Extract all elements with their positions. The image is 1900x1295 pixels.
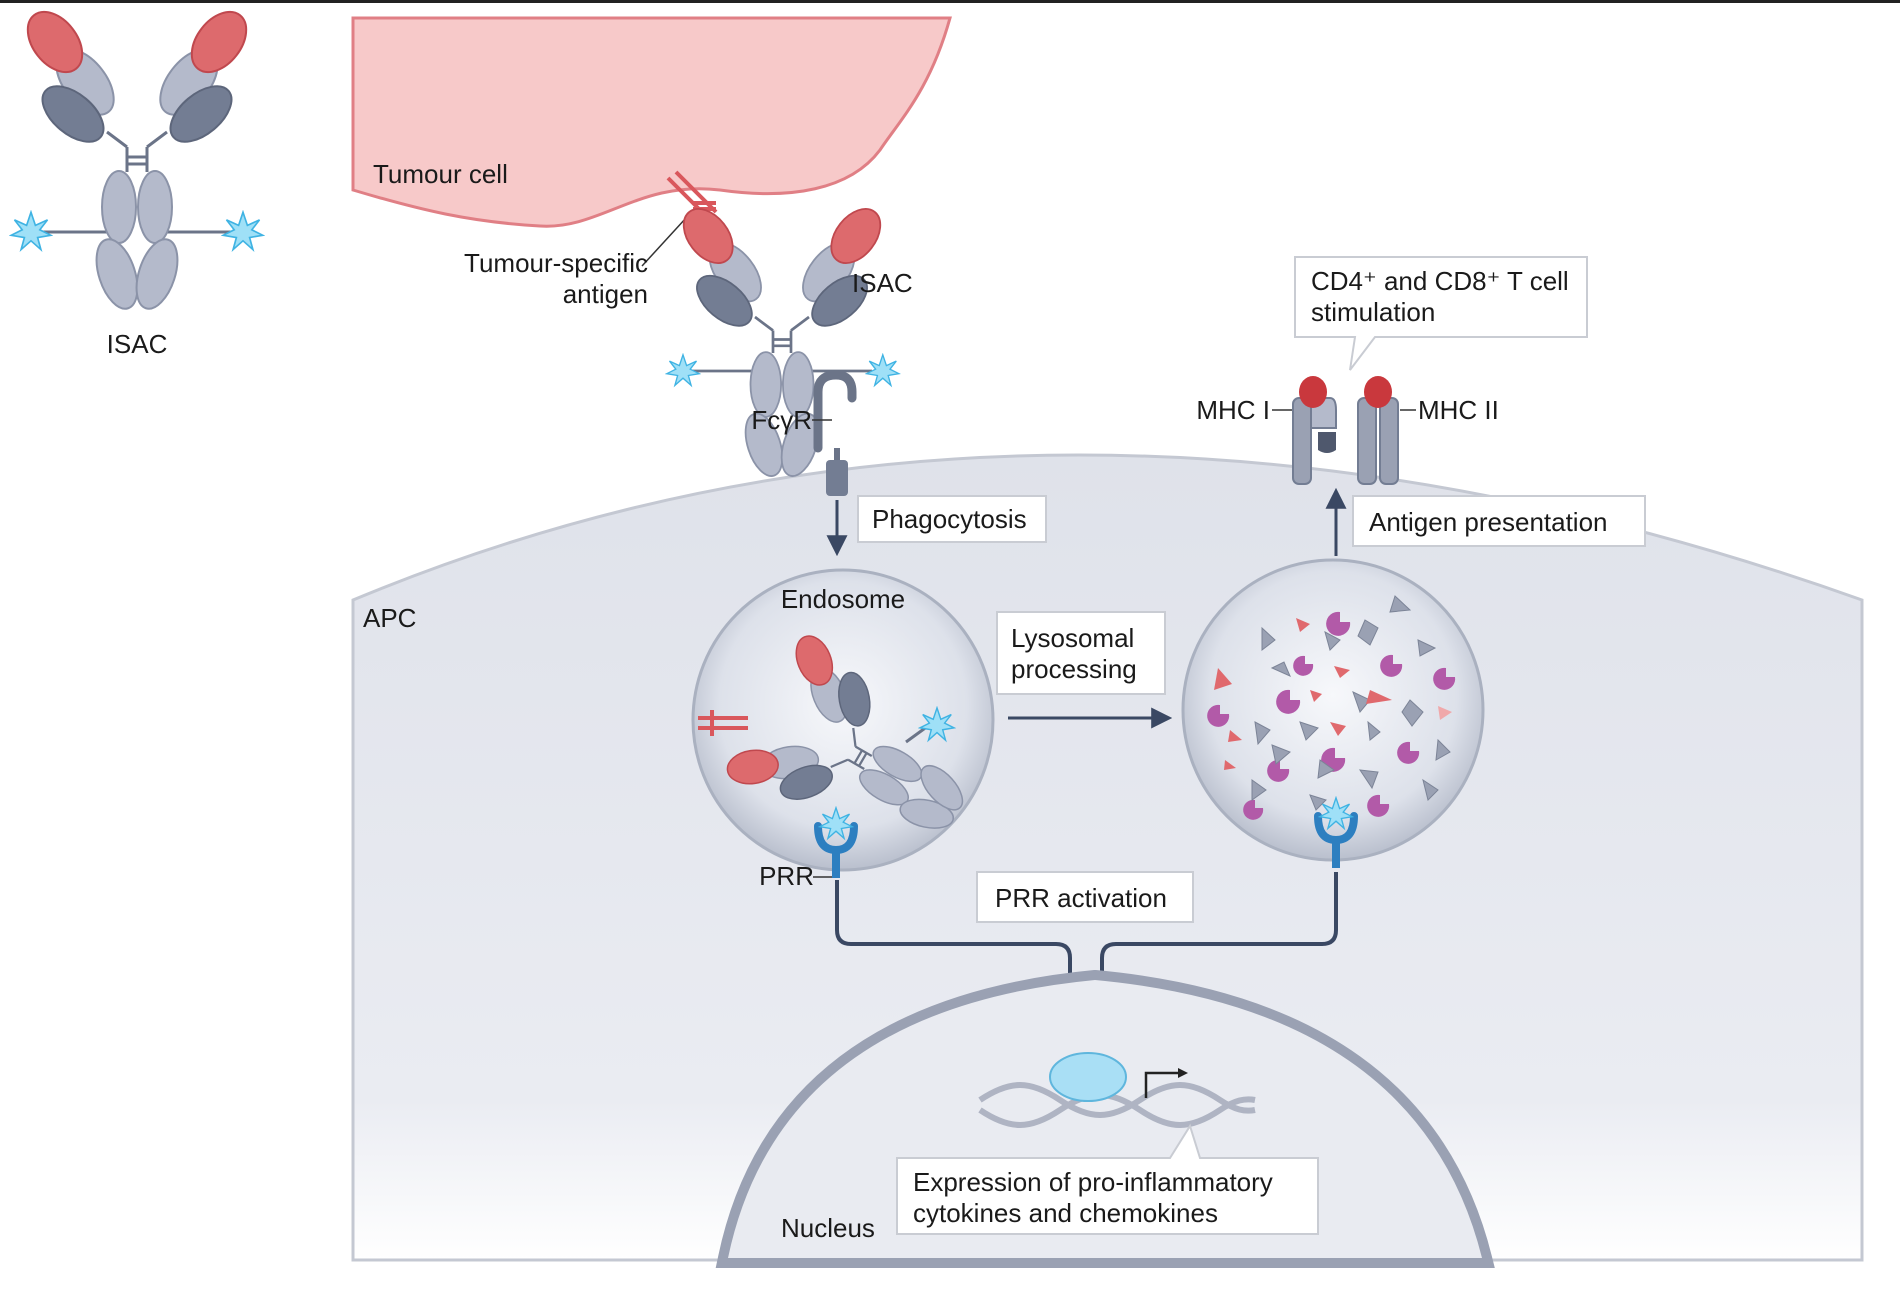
isac-antibody-bound xyxy=(666,198,900,482)
prr-label: PRR xyxy=(759,861,814,891)
tcell-callout xyxy=(1294,256,1588,371)
isac-bound-label: ISAC xyxy=(852,268,913,298)
tumour-cell xyxy=(351,16,952,228)
tcell-label-1: CD4⁺ and CD8⁺ T cell xyxy=(1311,266,1569,296)
isac-label: ISAC xyxy=(107,329,168,359)
lysosome-fragments xyxy=(1207,595,1456,820)
apc-label: APC xyxy=(363,603,416,633)
mhc-ii-label: MHC II xyxy=(1418,395,1499,425)
transcription-start-arrow xyxy=(1144,1071,1178,1098)
mhc-i xyxy=(1292,376,1337,485)
phagocytosis-label: Phagocytosis xyxy=(872,504,1027,534)
phagocytosis-box xyxy=(857,495,1047,543)
antigen-in-endosome xyxy=(698,710,748,736)
endosome-label: Endosome xyxy=(781,584,905,614)
nucleus-label: Nucleus xyxy=(781,1213,875,1243)
prr-activation-box xyxy=(976,871,1194,923)
lysosomal-label-1: Lysosomal xyxy=(1011,623,1134,653)
prr-activation-label: PRR activation xyxy=(995,883,1167,913)
fc-gamma-receptor xyxy=(813,370,857,496)
prr-receptor-right xyxy=(1314,797,1358,868)
prr-receptor-left xyxy=(814,807,858,878)
expression-label-1: Expression of pro-inflammatory xyxy=(913,1167,1273,1197)
tcell-label-2: stimulation xyxy=(1311,297,1435,327)
tumour-antigen-label-2: antigen xyxy=(563,279,648,309)
isac-antibody-standalone xyxy=(10,0,264,316)
prr-signal-path-left xyxy=(835,880,1084,1058)
prr-signal-path-right xyxy=(1088,872,1338,1058)
expression-label-2: cytokines and chemokines xyxy=(913,1198,1218,1228)
lysosomal-label-2: processing xyxy=(1011,654,1137,684)
mhc-i-label: MHC I xyxy=(1196,395,1270,425)
tumour-antigen-label-1: Tumour-specific xyxy=(464,248,648,278)
transcription-factor xyxy=(1049,1052,1127,1102)
antigen-presentation-label: Antigen presentation xyxy=(1369,507,1608,537)
tumour-cell-label: Tumour cell xyxy=(373,159,508,189)
fcyr-label: FcγR xyxy=(751,405,812,435)
expression-callout xyxy=(896,1123,1319,1235)
dna-helix xyxy=(978,1082,1256,1128)
lysosomal-box xyxy=(996,611,1166,695)
mhc-ii xyxy=(1357,376,1399,485)
antigen-presentation-box xyxy=(1352,495,1646,547)
